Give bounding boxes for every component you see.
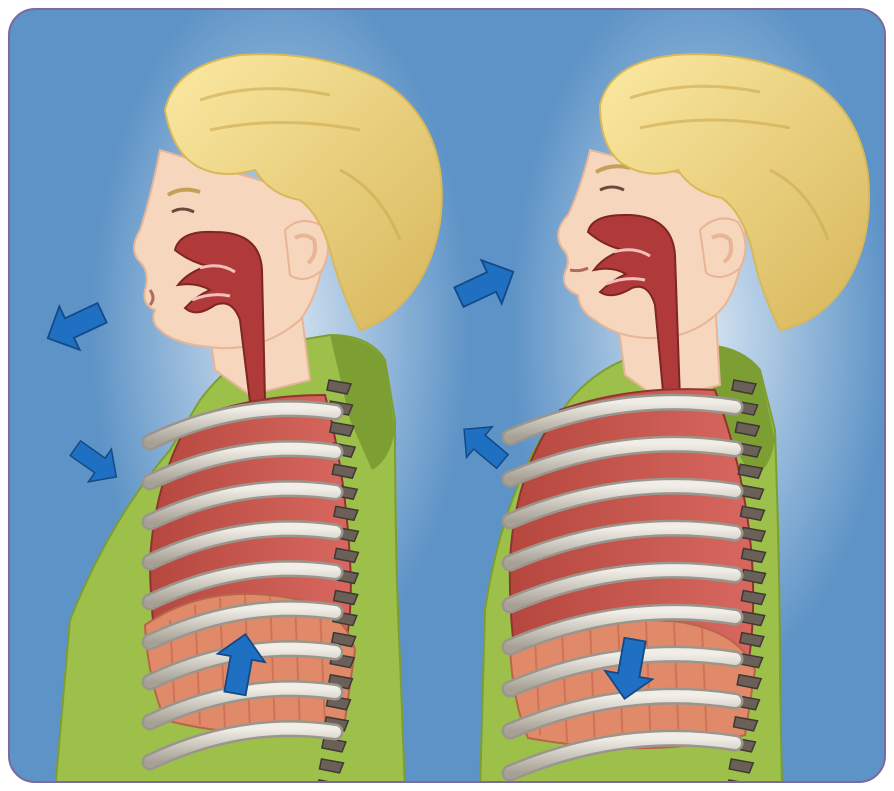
background [9,0,890,791]
